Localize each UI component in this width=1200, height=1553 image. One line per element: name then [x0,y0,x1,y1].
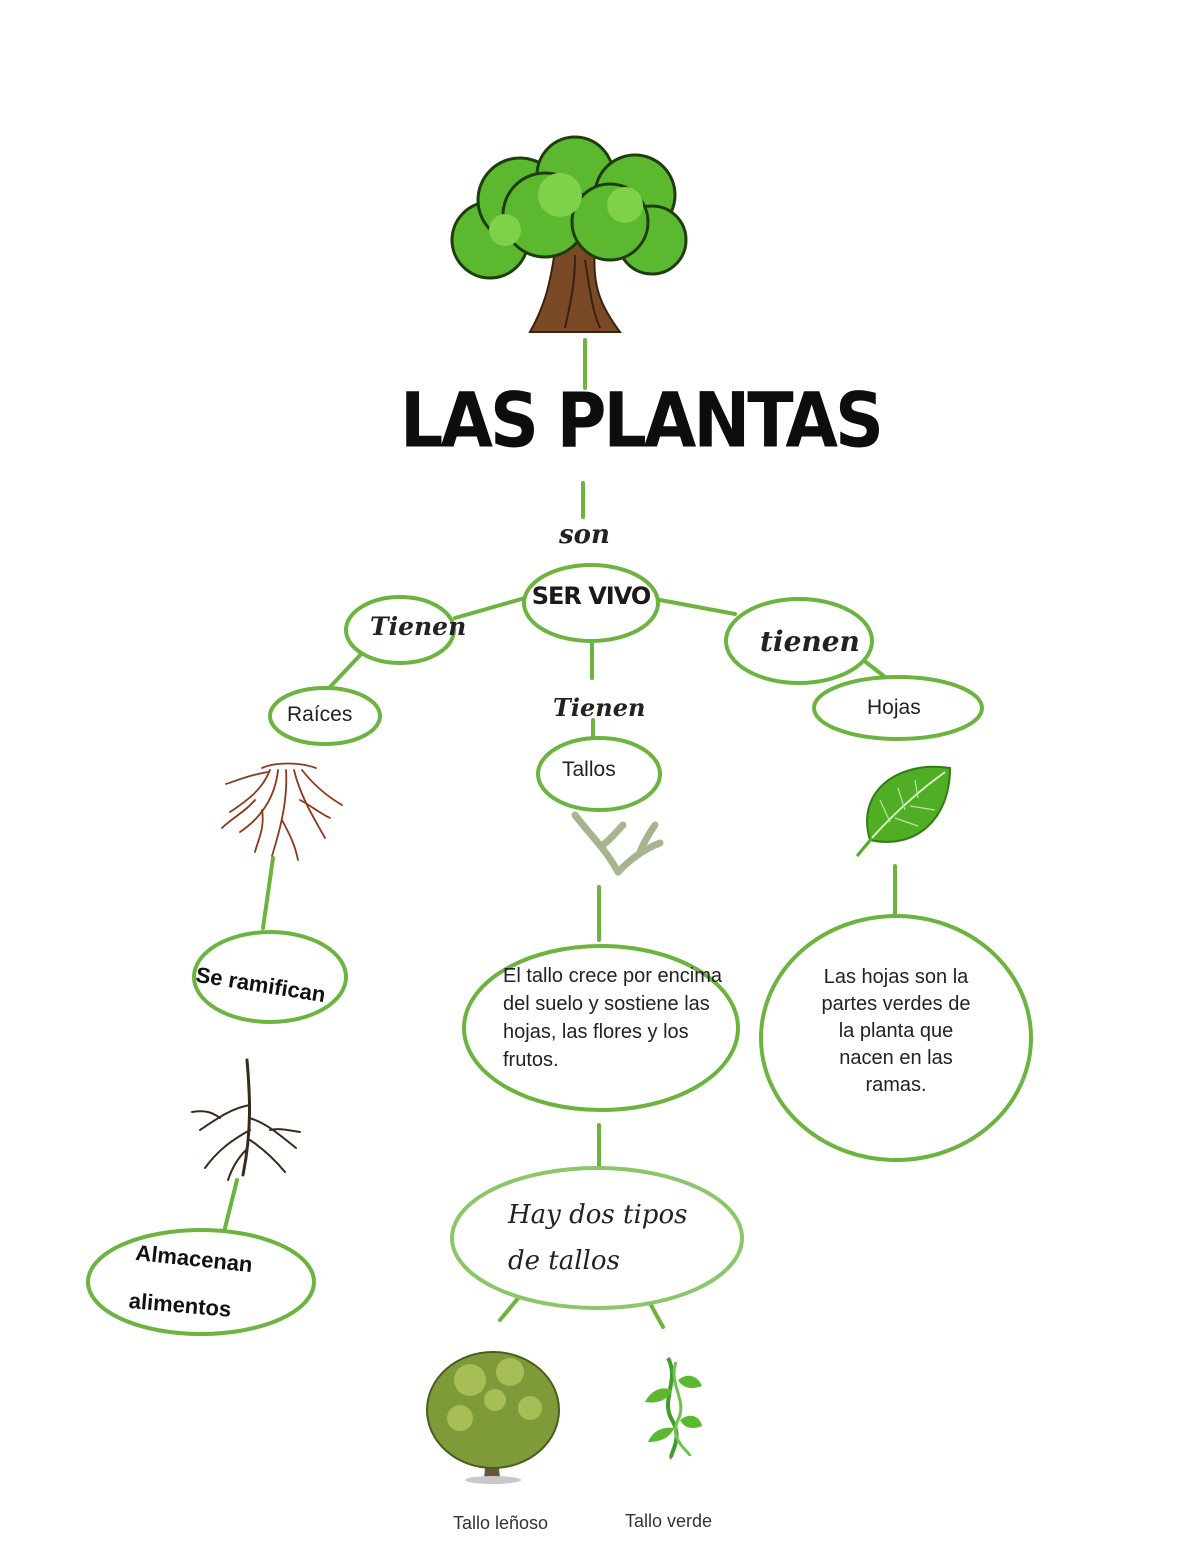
label-tienen-right: tienen [760,625,860,658]
label-tienen-left: Tienen [370,612,467,641]
node-raices-ellipse [268,686,382,746]
taproot-icon [191,1058,301,1181]
node-tipos-ellipse [450,1166,744,1310]
label-son: son [559,520,610,550]
node-ser-vivo-ellipse [522,563,660,643]
node-tienen-left-ellipse [344,595,456,665]
label-tallo-desc: El tallo crece por encima del suelo y so… [503,965,722,1071]
label-hojas: Hojas [867,696,921,719]
label-tallos: Tallos [562,758,616,781]
label-raices: Raíces [287,703,353,726]
node-hojas-ellipse [812,675,984,741]
connector-roots-ramifican [261,856,275,930]
caption-tallo-verde: Tallo verde [625,1511,713,1531]
connector-servivo-tienen-right [658,598,737,616]
node-tallos-ellipse [536,736,662,812]
green-stem-icon [645,1357,702,1460]
tree-icon [450,135,688,333]
branch-icon [571,811,664,876]
node-tienen-right-ellipse [724,597,874,685]
label-tienen-center: Tienen [553,693,646,722]
caption-tallo-lenoso: Tallo leñoso [453,1513,549,1533]
woody-tree-icon [426,1351,560,1484]
page-title: LAS PLANTAS [400,377,884,466]
label-tipos: Hay dos tipos de tallos [508,1200,688,1276]
label-hojas-desc: Las hojas son la partes verdes de la pla… [821,966,971,1096]
connector-tienen-left-raices [328,648,367,689]
roots-icon [221,762,343,861]
connector-taproot-almacenan [222,1178,239,1234]
leaf-icon [855,765,952,857]
connector-servivo-tienen-left [453,596,527,620]
label-ser-vivo: SER VIVO [531,582,652,610]
node-ramifican-ellipse [192,930,348,1024]
node-tallo-desc-ellipse [462,944,740,1112]
node-almacenan-ellipse [86,1228,316,1336]
connector-tipos-lenoso [498,1294,522,1322]
node-hojas-desc-ellipse [759,914,1033,1162]
